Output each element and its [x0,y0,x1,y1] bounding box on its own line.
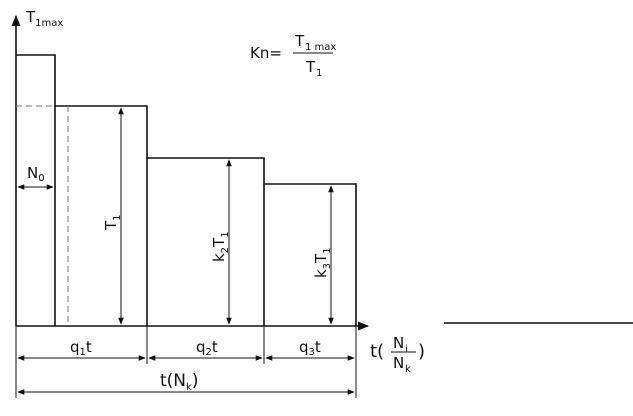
svg-text:): ) [418,341,425,362]
n0-label: N0 [27,164,45,184]
svg-text:t(: t( [370,341,384,362]
total-time-label: t(Nk) [160,371,198,393]
t1-label: T1 [102,214,123,231]
svg-text:Kn=: Kn= [250,44,282,62]
svg-text:N: N [393,354,404,372]
k2t1-label: k2T1 [210,231,231,262]
svg-text:1 max: 1 max [305,42,336,53]
x-axis-label: t( N i N k ) [370,334,425,375]
y-axis-label: T1max [25,8,63,29]
svg-text:1: 1 [316,68,322,79]
load-step-profile [16,54,357,326]
kn-formula: Kn= T 1 max T 1 [250,32,336,79]
svg-text:T: T [294,32,305,50]
q1t-label: q1t [70,338,92,358]
k3t1-label: k3T1 [312,247,333,278]
svg-text:k: k [405,364,411,375]
q3t-label: q3t [299,338,321,358]
svg-text:T: T [305,58,316,76]
q2t-label: q2t [196,338,218,358]
svg-text:i: i [405,344,408,355]
svg-text:N: N [393,334,404,352]
